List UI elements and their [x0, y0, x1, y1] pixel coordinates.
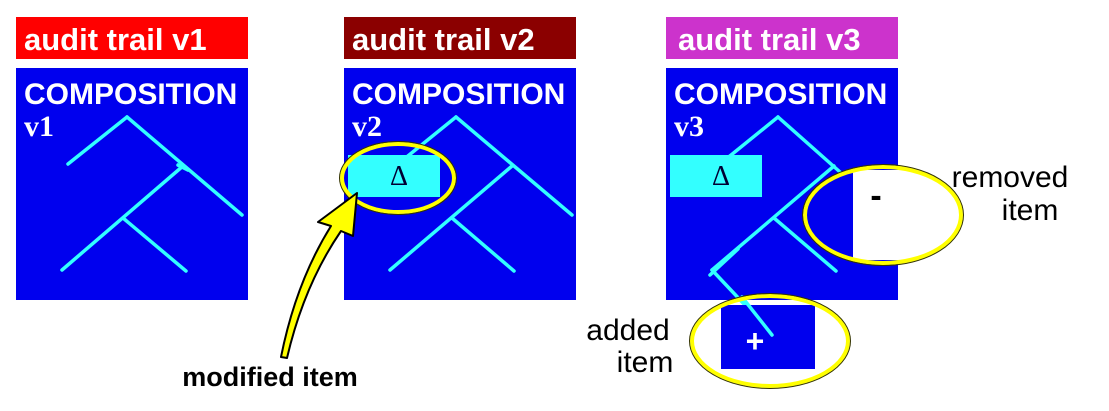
modified-item-symbol-v3: Δ — [712, 161, 730, 192]
header-bg-v2 — [344, 17, 576, 59]
modified-arrow — [280, 192, 358, 359]
removed-item-cutout — [853, 170, 931, 260]
modified-item-box-v3 — [670, 155, 762, 197]
composition-title-v2: COMPOSITION — [352, 78, 565, 111]
tree-v1 — [60, 115, 244, 273]
added-item-symbol: + — [746, 323, 765, 359]
removed-highlight-ring-outline — [802, 164, 964, 266]
tree-v3 — [708, 115, 842, 340]
tree-v2 — [388, 115, 574, 273]
header-bg-v3 — [666, 17, 898, 59]
removed-item-symbol: - — [870, 177, 881, 215]
composition-version-v3: v3 — [674, 110, 704, 143]
modified-item-label: modified item — [182, 362, 358, 392]
header-label-v3: audit trail v3 — [678, 22, 861, 57]
added-item-label-line1: added — [586, 314, 669, 347]
composition-version-v2: v2 — [352, 110, 382, 143]
header-label-v1: audit trail v1 — [24, 22, 207, 57]
added-highlight-ring — [690, 294, 850, 388]
added-highlight-ring-outline — [689, 293, 851, 389]
added-item-box — [721, 305, 815, 369]
removed-item-label-line1: removed — [952, 161, 1069, 194]
added-item-link — [740, 295, 774, 337]
added-item-label-line2: item — [617, 346, 674, 379]
modified-highlight-ring-outline — [339, 141, 457, 215]
composition-title-v1: COMPOSITION — [24, 78, 237, 111]
modified-highlight-ring — [340, 142, 456, 214]
modified-item-symbol-v2: Δ — [390, 161, 408, 192]
header-bg-v1 — [16, 17, 248, 59]
composition-panel-v1 — [16, 68, 248, 300]
composition-title-v3: COMPOSITION — [674, 78, 887, 111]
composition-version-v1: v1 — [24, 110, 54, 143]
modified-item-box-v2 — [348, 155, 440, 197]
header-label-v2: audit trail v2 — [352, 22, 535, 57]
removed-item-label-line2: item — [1002, 194, 1059, 227]
removed-highlight-ring — [803, 165, 963, 265]
